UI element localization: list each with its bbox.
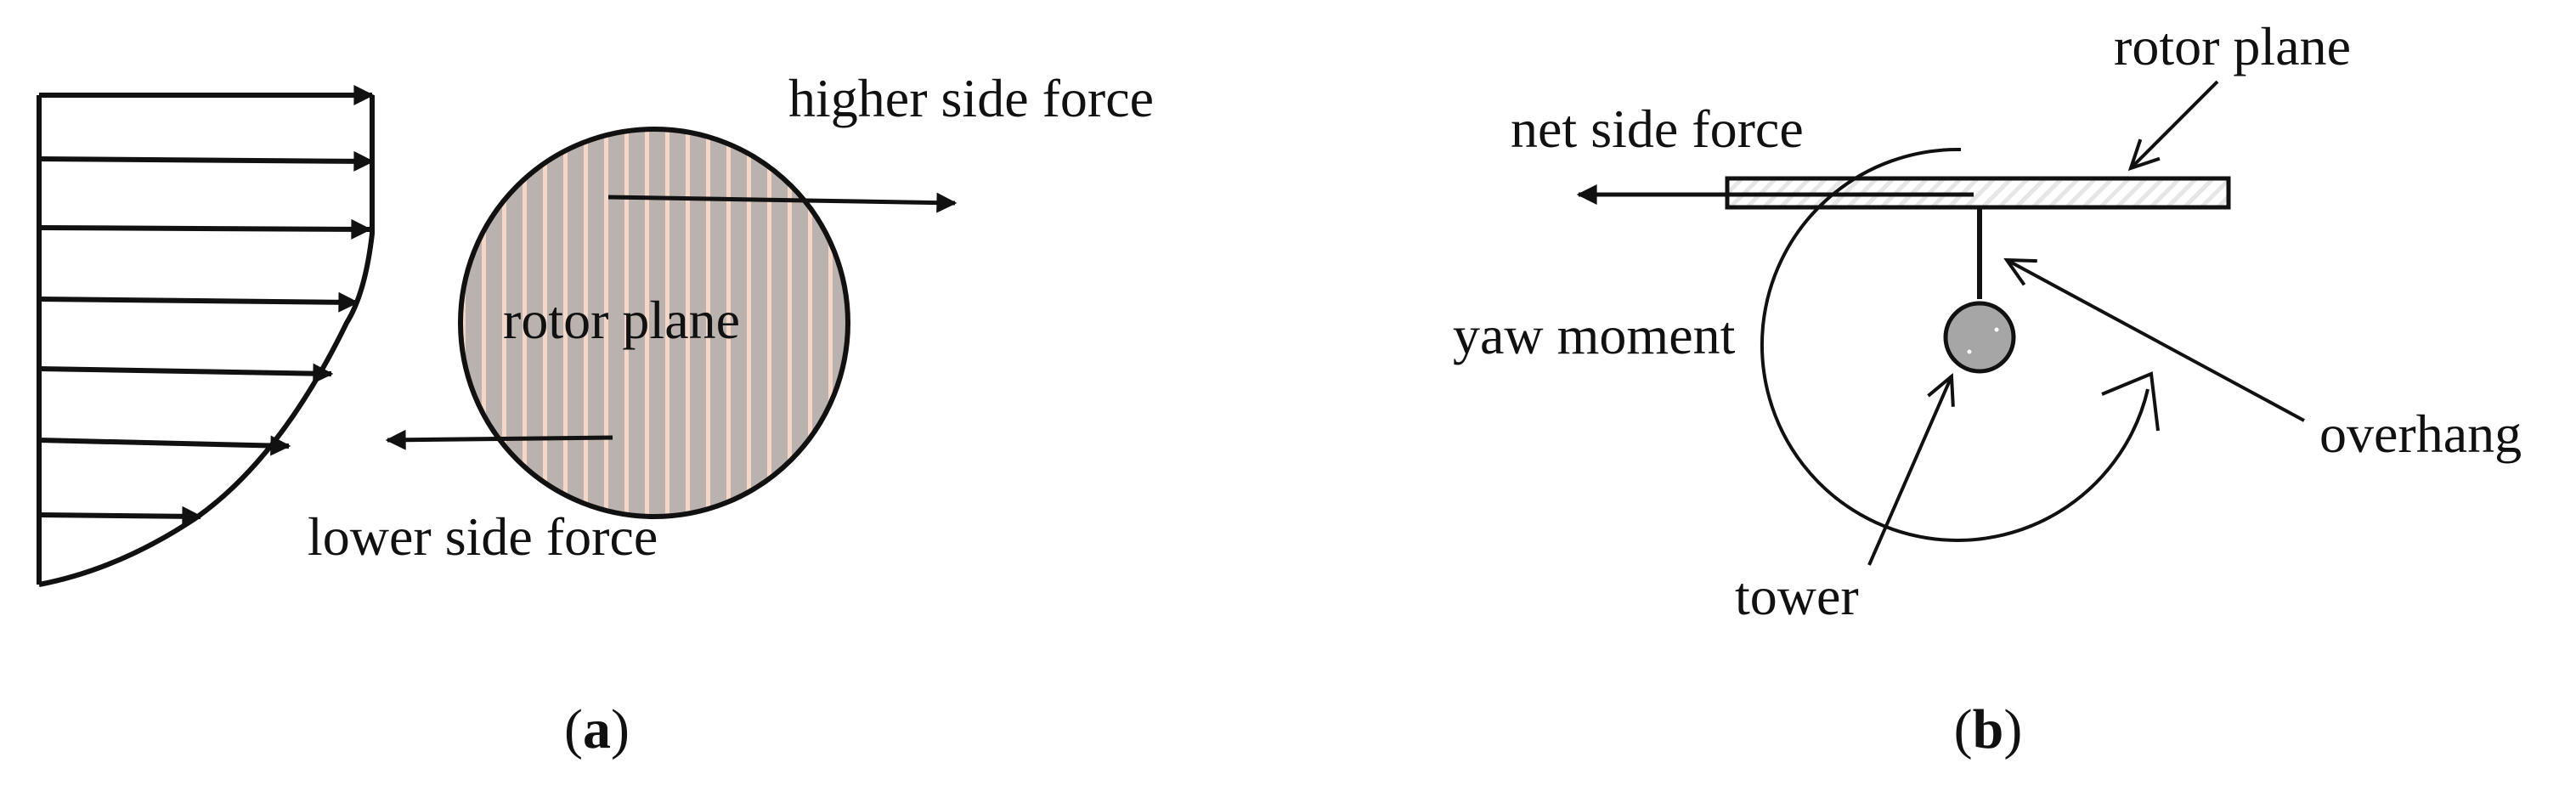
caption-b: (b) <box>1954 698 2023 760</box>
overhang-pointer <box>2007 260 2305 422</box>
profile-arrow <box>38 435 291 456</box>
panel-b: rotor plane net side force tower yaw mom… <box>1453 16 2522 760</box>
tower-pointer <box>1867 376 1952 566</box>
lower-side-force-arrow <box>385 429 613 450</box>
rotor-plane-label-b: rotor plane <box>2114 16 2351 76</box>
net-side-force-label: net side force <box>1511 99 1804 159</box>
overhang-label: overhang <box>2319 404 2522 464</box>
rotor-plane-pointer <box>2131 80 2219 168</box>
panel-a: rotor plane higher side force lower side… <box>37 68 1154 760</box>
profile-arrow <box>38 291 359 313</box>
lower-side-force-label: lower side force <box>308 506 658 567</box>
profile-arrow <box>38 506 203 527</box>
yaw-moment-circle <box>1760 147 2149 542</box>
profile-arrow <box>38 363 334 384</box>
rotor-disc <box>458 127 850 519</box>
profile-arrow <box>38 150 375 172</box>
tower-speck <box>1994 327 1999 332</box>
tower-label: tower <box>1735 566 1859 626</box>
rotor-plane-label: rotor plane <box>503 290 740 350</box>
higher-side-force-label: higher side force <box>788 68 1154 128</box>
tower-speck <box>1967 349 1972 354</box>
profile-curve <box>38 95 375 587</box>
profile-arrow <box>38 218 372 240</box>
caption-a: (a) <box>564 698 630 760</box>
yaw-moment-arrowhead <box>2101 371 2160 432</box>
wind-profile <box>37 85 375 587</box>
higher-side-force-arrow <box>607 192 958 213</box>
yaw-moment-label: yaw moment <box>1453 305 1736 365</box>
tower-circle <box>1943 301 2016 374</box>
